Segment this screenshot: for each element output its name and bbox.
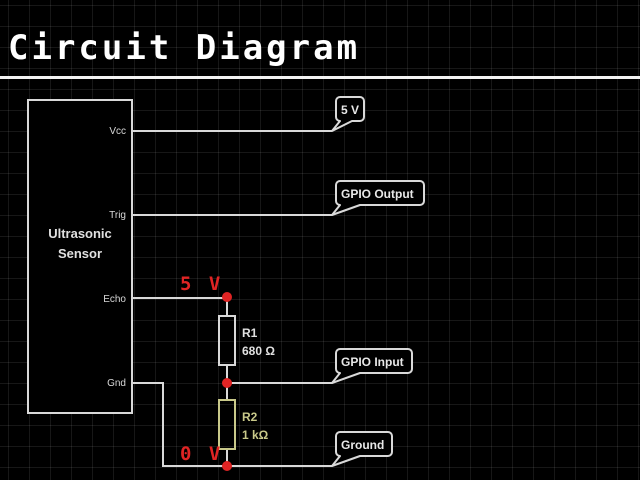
r1-ref: R1 [242, 326, 258, 340]
net-label-5v: 5 V [341, 103, 359, 117]
pin-vcc: Vcc [109, 126, 126, 137]
node-mid [222, 378, 232, 388]
wire-gnd[interactable] [132, 382, 332, 467]
net-tag-gpio-input[interactable] [331, 348, 413, 384]
sensor-box[interactable] [27, 99, 133, 414]
net-tag-ground[interactable] [331, 431, 393, 467]
sensor-name-line2: Sensor [58, 246, 102, 261]
net-tag-gpio-output[interactable] [331, 180, 425, 216]
r1-value: 680 Ω [242, 344, 275, 358]
pin-echo: Echo [103, 294, 126, 305]
r2-value: 1 kΩ [242, 428, 269, 442]
node-gnd [222, 461, 232, 471]
resistor-r1[interactable] [218, 315, 236, 366]
net-tag-5v[interactable] [331, 96, 365, 132]
net-label-gpio-input: GPIO Input [341, 355, 404, 369]
resistor-r2[interactable] [218, 399, 236, 450]
page-title: Circuit Diagram [8, 28, 361, 68]
net-label-ground: Ground [341, 438, 384, 452]
pin-trig: Trig [109, 210, 126, 221]
rail-label-5v: 5 V [180, 273, 223, 295]
r2-ref: R2 [242, 410, 258, 424]
wire-echo[interactable] [132, 297, 228, 316]
sensor-name-line1: Ultrasonic [48, 226, 112, 241]
node-echo [222, 292, 232, 302]
pin-gnd: Gnd [107, 378, 126, 389]
rail-label-0v: 0 V [180, 443, 223, 465]
title-divider [0, 76, 640, 79]
net-label-gpio-output: GPIO Output [341, 187, 414, 201]
